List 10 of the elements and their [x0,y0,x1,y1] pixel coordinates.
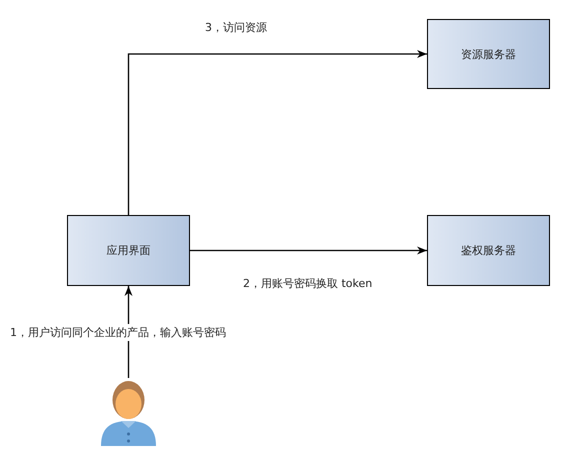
process-box [427,215,550,286]
box-label: 应用界面 [106,243,150,258]
arrow [190,246,427,254]
edge-label: 1，用户访问同个企业的产品，输入账号密码 [10,324,226,341]
process-box [427,19,550,89]
arrow [128,50,427,215]
box-label: 资源服务器 [461,46,516,62]
person-figure [100,378,157,446]
box-label: 鉴权服务器 [461,243,516,258]
process-box [67,215,190,286]
